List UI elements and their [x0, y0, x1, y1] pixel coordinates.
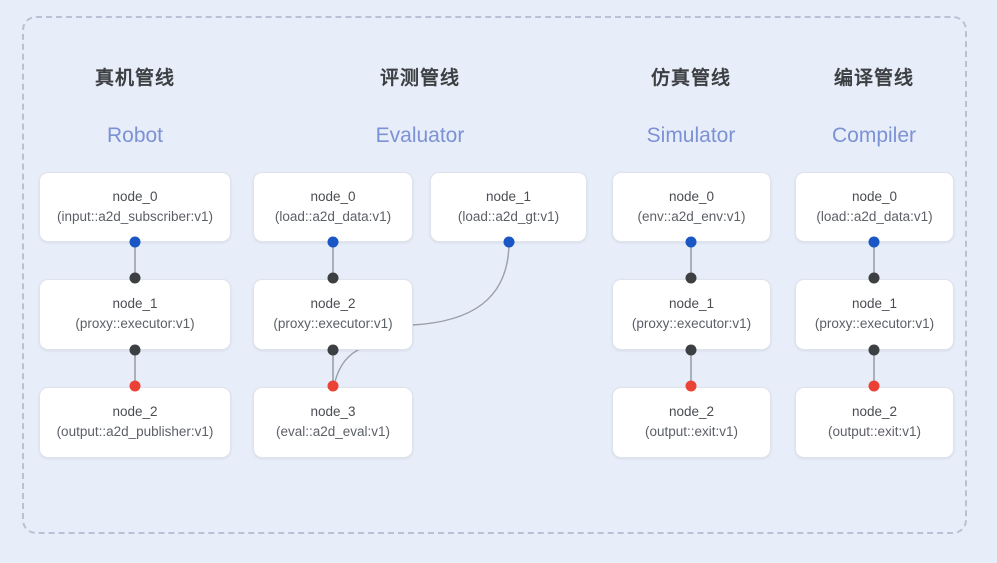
node-subtitle: (load::a2d_gt:v1)	[457, 208, 560, 224]
node-subtitle: (load::a2d_data:v1)	[816, 208, 933, 224]
node-subtitle: (input::a2d_subscriber:v1)	[56, 208, 214, 224]
node-subtitle: (env::a2d_env:v1)	[637, 208, 746, 224]
node-card-sim-node-1[interactable]: node_1 (proxy::executor:v1)	[612, 279, 771, 350]
node-title: node_3	[310, 404, 356, 420]
column-title-cn-robot: 真机管线	[94, 68, 175, 89]
edge-eval-gt-to-executor	[411, 241, 510, 326]
column-title-en-compiler: Compiler	[831, 124, 917, 147]
node-title: node_2	[668, 404, 715, 420]
node-title: node_2	[851, 404, 898, 420]
port-input-eval-node-2[interactable]	[327, 272, 339, 284]
column-title-en-robot: Robot	[106, 124, 164, 147]
port-output-sim-node-1[interactable]	[685, 344, 697, 356]
port-output-eval-node-2[interactable]	[327, 344, 339, 356]
node-card-comp-node-1[interactable]: node_1 (proxy::executor:v1)	[795, 279, 954, 350]
node-subtitle: (load::a2d_data:v1)	[274, 208, 392, 224]
port-output-comp-node-0[interactable]	[868, 236, 880, 248]
node-card-robot-node-0[interactable]: node_0 (input::a2d_subscriber:v1)	[39, 172, 231, 242]
column-title-cn-evaluator: 评测管线	[379, 68, 460, 89]
node-card-comp-node-0[interactable]: node_0 (load::a2d_data:v1)	[795, 172, 954, 242]
port-output-comp-node-1[interactable]	[868, 344, 880, 356]
node-title: node_1	[851, 296, 898, 312]
node-title: node_0	[112, 188, 158, 204]
column-title-en-evaluator: Evaluator	[375, 124, 465, 147]
port-input-sim-node-2[interactable]	[685, 380, 697, 392]
node-subtitle: (output::a2d_publisher:v1)	[56, 424, 214, 439]
node-title: node_0	[310, 188, 356, 204]
node-title: node_1	[485, 188, 532, 204]
node-title: node_1	[112, 296, 158, 312]
port-input-eval-node-3[interactable]	[327, 380, 339, 392]
port-output-robot-node-0[interactable]	[129, 236, 141, 248]
port-input-comp-node-2[interactable]	[868, 380, 880, 392]
node-title: node_1	[668, 296, 715, 312]
port-input-robot-node-1[interactable]	[129, 272, 141, 284]
port-input-comp-node-1[interactable]	[868, 272, 880, 284]
node-card-eval-node-0[interactable]: node_0 (load::a2d_data:v1)	[253, 172, 413, 242]
port-input-sim-node-1[interactable]	[685, 272, 697, 284]
port-output-eval-node-0[interactable]	[327, 236, 339, 248]
node-subtitle: (proxy::executor:v1)	[814, 316, 935, 331]
port-output-eval-node-1[interactable]	[503, 236, 515, 248]
port-output-sim-node-0[interactable]	[685, 236, 697, 248]
node-card-sim-node-2[interactable]: node_2 (output::exit:v1)	[612, 387, 771, 458]
node-card-comp-node-2[interactable]: node_2 (output::exit:v1)	[795, 387, 954, 458]
node-title: node_2	[112, 404, 158, 420]
node-card-robot-node-1[interactable]: node_1 (proxy::executor:v1)	[39, 279, 231, 350]
port-input-robot-node-2[interactable]	[129, 380, 141, 392]
column-title-en-simulator: Simulator	[646, 124, 736, 147]
column-title-cn-simulator: 仿真管线	[650, 68, 731, 89]
node-subtitle: (proxy::executor:v1)	[273, 316, 393, 331]
node-title: node_2	[310, 296, 356, 312]
node-title: node_0	[851, 188, 898, 204]
node-title: node_0	[668, 188, 715, 204]
column-title-cn-compiler: 编译管线	[833, 68, 914, 89]
node-card-robot-node-2[interactable]: node_2 (output::a2d_publisher:v1)	[39, 387, 231, 458]
node-card-eval-node-3[interactable]: node_3 (eval::a2d_eval:v1)	[253, 387, 413, 458]
node-subtitle: (eval::a2d_eval:v1)	[275, 424, 391, 439]
port-output-robot-node-1[interactable]	[129, 344, 141, 356]
node-card-eval-node-1[interactable]: node_1 (load::a2d_gt:v1)	[430, 172, 587, 242]
node-card-eval-node-2[interactable]: node_2 (proxy::executor:v1)	[253, 279, 413, 350]
edge-eval-executor-to-eval	[333, 347, 363, 387]
node-card-sim-node-0[interactable]: node_0 (env::a2d_env:v1)	[612, 172, 771, 242]
node-subtitle: (proxy::executor:v1)	[631, 316, 752, 331]
node-subtitle: (proxy::executor:v1)	[75, 316, 195, 331]
node-subtitle: (output::exit:v1)	[827, 424, 922, 439]
node-subtitle: (output::exit:v1)	[644, 424, 739, 439]
